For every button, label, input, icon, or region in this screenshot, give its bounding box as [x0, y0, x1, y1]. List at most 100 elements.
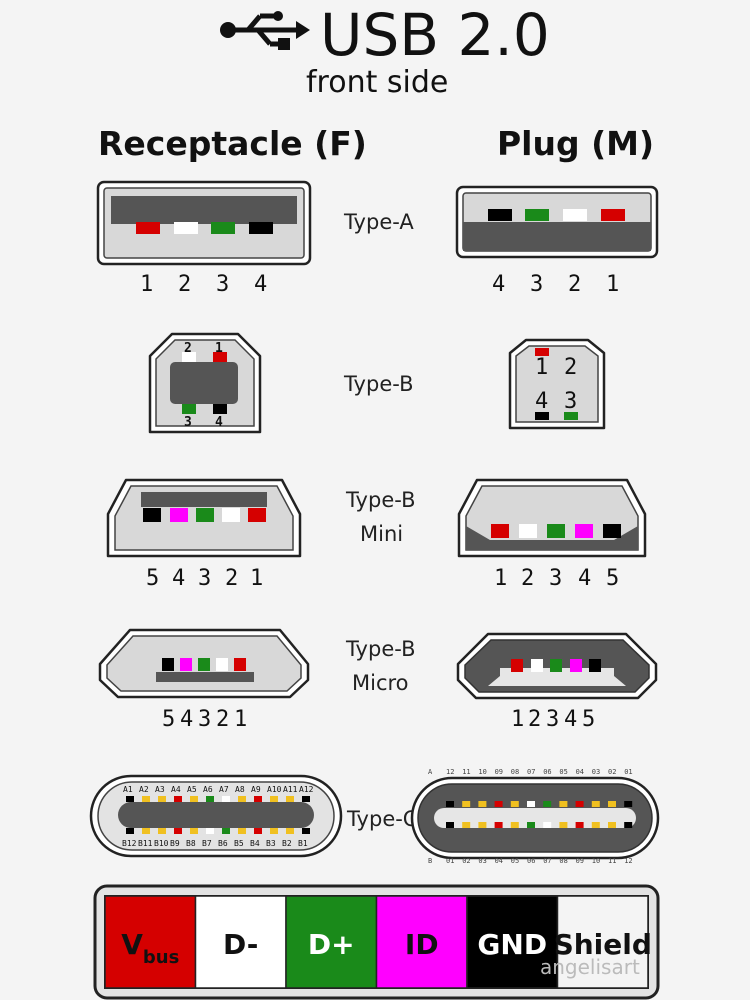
type-a-receptacle — [96, 180, 312, 266]
type-b-micro-plug — [456, 632, 658, 700]
pin-number: 4 — [254, 272, 267, 297]
svg-text:4: 4 — [564, 707, 577, 732]
pin-number: 1 — [606, 272, 619, 297]
pin-d-plus — [211, 222, 235, 234]
type-c-pin-label: 09 — [576, 857, 584, 865]
type-c-pin — [559, 822, 568, 828]
svg-text:4: 4 — [215, 415, 223, 430]
legend-swatch — [285, 895, 378, 989]
type-c-plug-bottom-pins — [446, 822, 633, 828]
type-c-pin — [222, 828, 230, 834]
type-c-pin — [174, 796, 182, 802]
svg-text:5: 5 — [146, 566, 159, 591]
type-c-pin — [270, 828, 278, 834]
type-b-micro-receptacle-pin-numbers: 5 4 3 2 1 — [162, 707, 247, 732]
type-c-pin-label: 06 — [543, 768, 551, 776]
svg-text:1: 1 — [494, 566, 507, 591]
type-c-pin-label: A3 — [155, 785, 165, 794]
svg-text:4: 4 — [578, 566, 591, 591]
type-b-mini-label-line2: Mini — [360, 522, 403, 546]
type-c-plug-row-b-label: B — [428, 857, 432, 865]
type-b-plug: 1 2 4 3 — [508, 338, 606, 430]
type-c-pin-label: 02 — [462, 857, 470, 865]
legend-swatch — [104, 895, 197, 989]
type-c-pin — [190, 796, 198, 802]
type-c-receptacle-bottom-pins — [126, 828, 310, 834]
svg-text:1: 1 — [215, 341, 223, 356]
svg-text:2: 2 — [521, 566, 534, 591]
type-c-pin-label: 09 — [495, 768, 503, 776]
type-c-pin — [527, 822, 535, 828]
svg-text:3: 3 — [564, 389, 577, 414]
type-a-label: Type-A — [343, 210, 414, 234]
type-c-pin-label: 07 — [543, 857, 551, 865]
type-c-pin — [126, 828, 134, 834]
svg-text:2: 2 — [528, 707, 541, 732]
type-b-mini-plug — [457, 478, 647, 558]
type-c-pin-label: B6 — [218, 839, 228, 848]
svg-text:5: 5 — [606, 566, 619, 591]
type-c-pin — [591, 822, 600, 828]
type-a-receptacle-pin-numbers: 1 2 3 4 — [140, 272, 267, 297]
watermark: angelisart — [540, 955, 640, 979]
type-c-pin-label: A10 — [267, 785, 282, 794]
type-b-mini-receptacle-pin-numbers: 5 4 3 2 1 — [146, 566, 263, 591]
type-c-pin-label: 05 — [559, 768, 567, 776]
type-c-pin — [527, 801, 535, 807]
type-c-pin — [446, 801, 454, 807]
pin-vbus — [136, 222, 160, 234]
type-c-pin — [158, 796, 166, 802]
pin-number: 3 — [530, 272, 543, 297]
svg-text:2: 2 — [564, 355, 577, 380]
type-c-pin-label: B9 — [170, 839, 180, 848]
type-c-pin-label: 08 — [511, 768, 519, 776]
type-c-pin-label: B7 — [202, 839, 212, 848]
type-c-pin — [543, 822, 552, 828]
type-c-pin — [543, 801, 552, 807]
type-c-pin-label: 11 — [608, 857, 616, 865]
pin-number: 3 — [216, 272, 229, 297]
type-c-pin — [462, 801, 471, 807]
svg-text:3: 3 — [198, 566, 211, 591]
pin-number: 1 — [140, 272, 153, 297]
legend-label: Vbus — [121, 928, 179, 968]
svg-text:2: 2 — [225, 566, 238, 591]
svg-text:5: 5 — [162, 707, 175, 732]
legend-swatch — [466, 895, 559, 989]
type-c-pin-label: 11 — [462, 768, 470, 776]
pin-gnd — [249, 222, 273, 234]
type-c-pin — [286, 796, 294, 802]
type-c-pin — [608, 822, 616, 828]
type-a-plug — [455, 185, 659, 259]
type-c-pin — [142, 828, 150, 834]
svg-text:3: 3 — [549, 566, 562, 591]
svg-text:4: 4 — [172, 566, 185, 591]
type-c-pin — [206, 828, 214, 834]
type-c-pin-label: A2 — [139, 785, 149, 794]
svg-text:3: 3 — [546, 707, 559, 732]
svg-text:2: 2 — [216, 707, 229, 732]
type-c-pin-label: B8 — [186, 839, 196, 848]
type-c-pin-label: A7 — [219, 785, 229, 794]
type-c-pin-label: 03 — [478, 857, 486, 865]
type-c-pin-label: A12 — [299, 785, 314, 794]
type-c-pin-label: B5 — [234, 839, 244, 848]
type-c-pin — [206, 796, 214, 802]
type-c-pin — [624, 822, 633, 828]
type-c-pin-label: A11 — [283, 785, 298, 794]
svg-text:1: 1 — [511, 707, 524, 732]
type-c-plug-top-pins — [446, 801, 633, 807]
type-c-pin — [494, 822, 503, 828]
type-b-micro-label-line2: Micro — [352, 671, 409, 695]
type-c-pin — [238, 828, 246, 834]
pin-number: 4 — [492, 272, 505, 297]
type-b-micro-plug-pin-numbers: 1 2 3 4 5 — [511, 707, 595, 732]
page-title: USB 2.0 — [320, 1, 550, 69]
column-heading-receptacle: Receptacle (F) — [98, 124, 367, 163]
legend-label: D- — [223, 928, 258, 961]
pin-number: 2 — [568, 272, 581, 297]
